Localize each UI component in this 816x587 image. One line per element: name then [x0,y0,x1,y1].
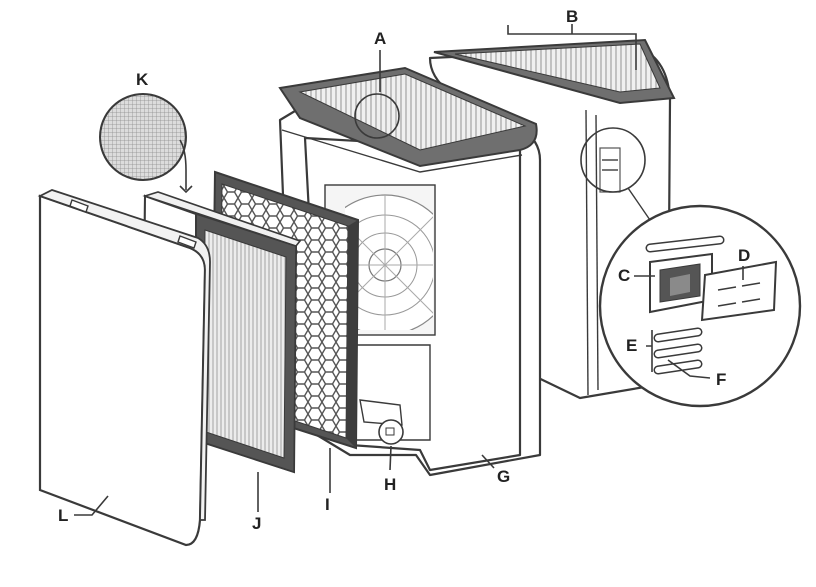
main-unit-top-vent [298,73,527,151]
detail-zoom-circle [580,127,802,408]
rear-unit-top-vent [454,43,661,93]
mesh-zoom-circle [99,93,193,194]
label-i: I [325,495,330,514]
leader-lines [74,24,744,516]
label-b: B [566,7,578,26]
filter-sensor-icon [378,419,404,445]
label-a: A [374,29,386,48]
label-k: K [136,70,149,89]
fan-grille [345,194,433,330]
label-f: F [716,370,726,389]
label-c: C [618,266,630,285]
pre-filter-cover [37,189,211,547]
filter-tab-slot [359,399,403,426]
control-zoom-circle [354,93,400,139]
label-e: E [626,336,637,355]
label-h: H [384,475,396,494]
vent-slots [653,327,703,375]
label-d: D [738,246,750,265]
label-g: G [497,467,510,486]
label-j: J [252,514,261,533]
label-l: L [58,506,68,525]
callout-labels: A B C D E F G H I J K L [58,7,750,533]
